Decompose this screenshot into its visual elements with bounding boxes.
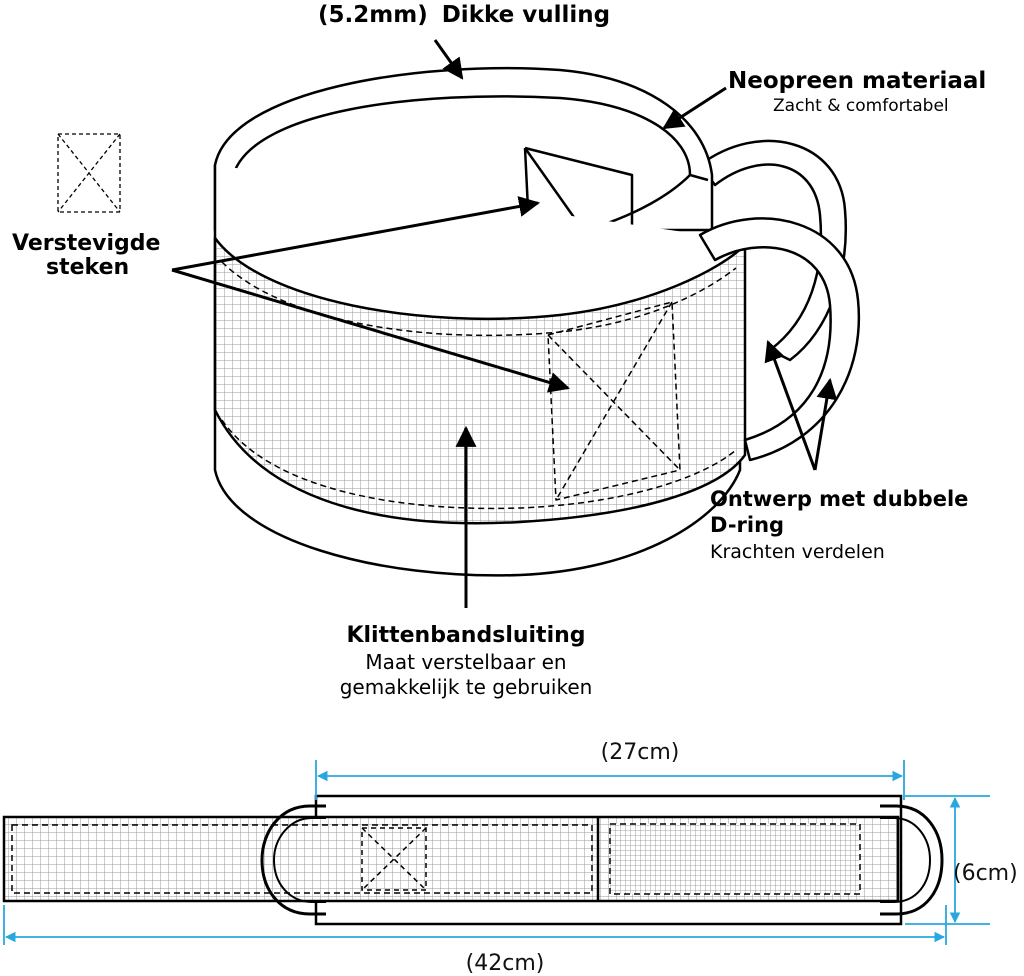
callout-stitches: Verstevigde steken: [12, 231, 160, 280]
callout-arrows: [171, 39, 838, 608]
dring-line2: D-ring: [710, 513, 784, 537]
neoprene-subtitle: Zacht & comfortabel: [773, 96, 949, 116]
strap-flat-illustration: [2, 794, 944, 926]
stitches-line2: steken: [46, 255, 129, 280]
padding-value: (5.2mm): [318, 2, 428, 28]
velcro-title: Klittenbandsluiting: [346, 623, 585, 648]
padding-title: Dikke vulling: [442, 2, 610, 28]
strap-3d-illustration: [213, 66, 861, 577]
x-stitch-icon: [57, 133, 121, 213]
callout-velcro: Klittenbandsluiting Maat verstelbaar en …: [340, 623, 593, 699]
x-stitch-box: [547, 301, 681, 501]
stitches-line1: Verstevigde: [12, 231, 160, 256]
svg-text:(5.2mm) Dikke vulling: (5.2mm) Dikke vulling: [318, 2, 610, 28]
callout-neoprene: Neopreen materiaal Zacht & comfortabel: [728, 68, 986, 116]
velcro-mesh-band: [213, 236, 747, 525]
callout-padding: (5.2mm) Dikke vulling: [318, 2, 610, 28]
callout-dring: Ontwerp met dubbele D-ring Krachten verd…: [710, 487, 968, 563]
dim-inner-length: (27cm): [601, 740, 680, 765]
dring-subtitle: Krachten verdelen: [710, 541, 885, 563]
velcro-subtitle2: gemakkelijk te gebruiken: [340, 675, 593, 699]
right-d-ring: [880, 804, 944, 916]
velcro-subtitle1: Maat verstelbaar en: [365, 650, 566, 674]
hook-patch: [609, 823, 861, 895]
dim-width: (6cm): [953, 861, 1018, 886]
dim-total-length: (42cm): [466, 951, 545, 976]
dimension-lines: [3, 760, 990, 945]
left-d-ring: [260, 804, 326, 916]
dring-line1: Ontwerp met dubbele: [710, 487, 968, 511]
neoprene-title: Neopreen materiaal: [728, 68, 986, 94]
back-d-ring: [698, 139, 847, 362]
